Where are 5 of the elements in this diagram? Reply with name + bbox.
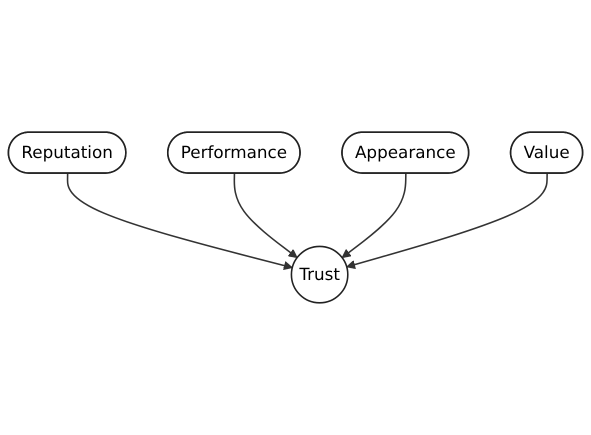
arrow: [66, 174, 293, 270]
arrow: [346, 174, 548, 270]
arrow: [234, 174, 298, 258]
arrow: [342, 174, 407, 258]
node-circle: Trust: [290, 246, 349, 304]
